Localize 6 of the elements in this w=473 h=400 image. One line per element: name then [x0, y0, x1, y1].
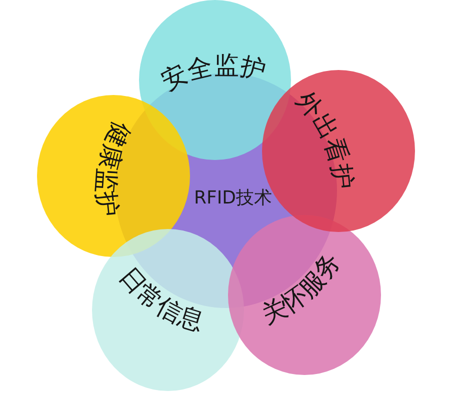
circle-label: 健康监护: [91, 118, 137, 218]
center-label: RFID技术: [194, 188, 272, 210]
circle-label: 日常信息: [114, 262, 208, 336]
circle-label: 安全监护: [156, 50, 269, 96]
circle-label: 关怀服务: [256, 246, 346, 329]
circle-label: 外出看护: [290, 85, 358, 191]
